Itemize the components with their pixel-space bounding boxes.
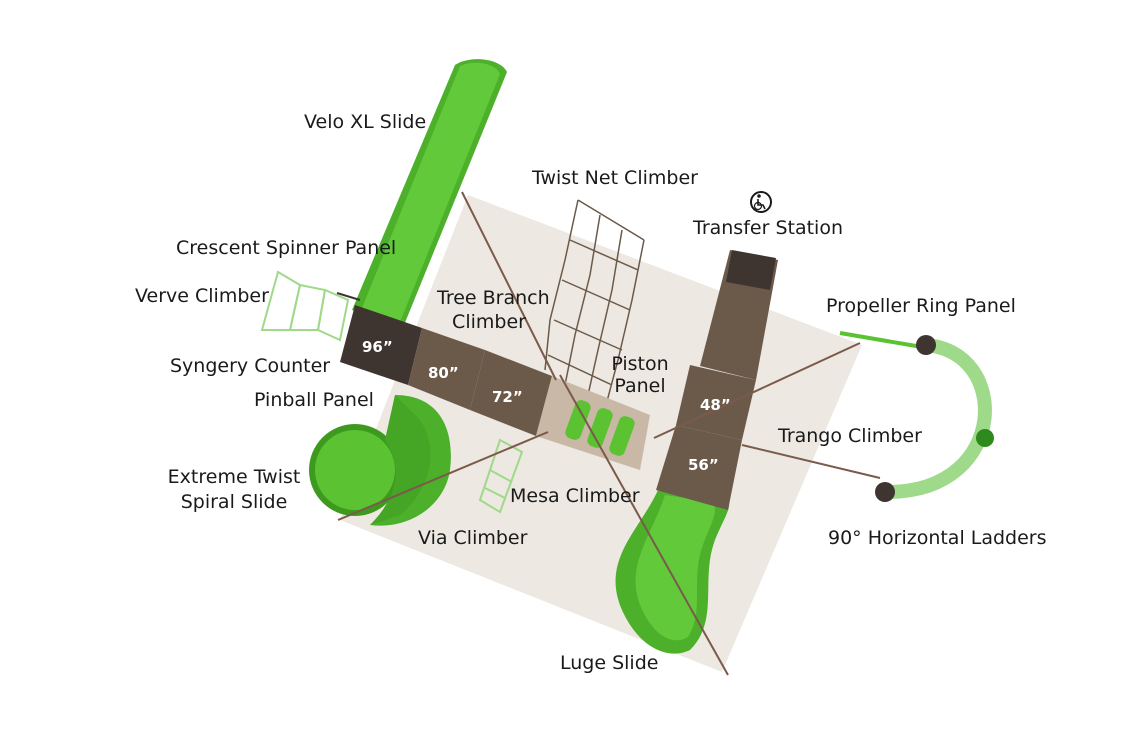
deck-72 [470, 350, 552, 436]
piston-panel-label-2: Panel [614, 375, 666, 397]
piston-panel-label-1: Piston [611, 353, 669, 375]
deck-56 [656, 425, 742, 510]
extreme-twist-spiral-slide-label-2: Spiral Slide [180, 491, 288, 513]
wheelchair-accessible-icon [750, 191, 772, 213]
deck-group [340, 250, 778, 510]
propeller-ring-panel-label: Propeller Ring Panel [826, 295, 1016, 317]
trango-climber-label: Trango Climber [778, 425, 922, 447]
velo-xl-slide-label: Velo XL Slide [304, 111, 427, 133]
deck-96-label: 96” [362, 338, 393, 356]
propeller-ring-panel [916, 335, 936, 355]
extreme-twist-spiral-slide-label-1: Extreme Twist [167, 466, 301, 488]
extreme-twist-spiral-slide [309, 395, 451, 526]
luge-slide [615, 490, 730, 654]
mesa-climber [565, 400, 635, 456]
horizontal-ladders [883, 338, 992, 499]
verve-climber [260, 270, 350, 342]
horizontal-ladders-label: 90° Horizontal Ladders [828, 527, 1047, 549]
transfer-station-label: Transfer Station [693, 217, 843, 239]
verve-climber-label: Verve Climber [135, 285, 269, 307]
trango-climber [976, 429, 994, 447]
tree-branch-climber-label-1: Tree Branch [437, 287, 550, 309]
deck-96 [340, 305, 422, 385]
twist-net-climber [544, 199, 645, 406]
leader-lines [337, 191, 881, 676]
via-climber [478, 438, 524, 514]
deck-48-label: 48” [700, 396, 731, 414]
luge-slide-label: Luge Slide [560, 652, 659, 674]
twist-net-climber-label: Twist Net Climber [532, 167, 698, 189]
syngery-counter-label: Syngery Counter [170, 355, 331, 377]
deck-48 [676, 365, 756, 440]
velo-xl-slide [352, 59, 507, 331]
transfer-platform [726, 250, 776, 290]
deck-80 [408, 328, 485, 410]
tree-branch-climber-label-2: Climber [452, 311, 526, 333]
crescent-spinner-panel-label: Crescent Spinner Panel [176, 237, 397, 259]
deck-56-label: 56” [688, 456, 719, 474]
mesa-climber-label: Mesa Climber [510, 485, 640, 507]
deck-72-label: 72” [492, 388, 523, 406]
via-climber-label: Via Climber [418, 527, 528, 549]
deck-80-label: 80” [428, 364, 459, 382]
pinball-panel-label: Pinball Panel [254, 389, 374, 411]
